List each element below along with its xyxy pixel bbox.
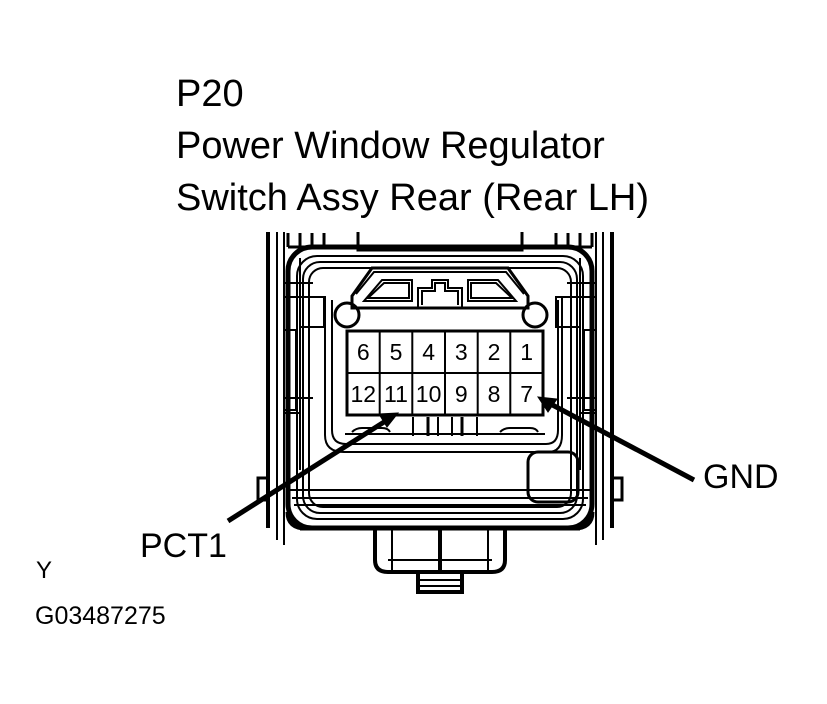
callout-label-pct1: PCT1 [140,527,227,565]
pin-cell-2: 2 [488,339,501,365]
connector-name-line-2: Switch Assy Rear (Rear LH) [176,177,650,219]
connector-base [285,450,595,594]
pin-cell-9: 9 [455,381,468,407]
pin-cell-3: 3 [455,339,468,365]
figure-id-code: G03487275 [35,602,166,630]
pin-cell-10: 10 [416,381,442,407]
latch-lever [350,266,530,310]
pin-cell-6: 6 [357,339,370,365]
pin-cell-1: 1 [520,339,533,365]
guide-hole-left [333,301,361,329]
pin-cell-5: 5 [390,339,403,365]
pin-cell-12: 12 [351,381,377,407]
leader-line-pct1 [226,414,394,524]
guide-holes [333,301,549,329]
callout-leaders [226,396,696,524]
connector-name-line-1: Power Window Regulator [176,125,605,167]
leader-arrow-gnd [536,396,558,413]
pin-cell-7: 7 [520,381,533,407]
connector-code: P20 [176,73,244,115]
leader-arrow-pct1 [378,412,400,428]
pin-cell-4: 4 [422,339,435,365]
pin-cell-11: 11 [384,381,408,407]
figure-title-block: P20 Power Window Regulator Switch Assy R… [176,68,649,224]
pin-grid: 6 5 4 3 2 1 12 11 10 9 8 7 [345,329,545,417]
sheet-marker: Y [36,557,53,584]
callout-label-gnd: GND [703,458,779,496]
terminal-cavity-frame [324,296,563,453]
leader-line-gnd [543,398,696,483]
pin-cell-8: 8 [488,381,501,407]
guide-hole-right [521,301,549,329]
